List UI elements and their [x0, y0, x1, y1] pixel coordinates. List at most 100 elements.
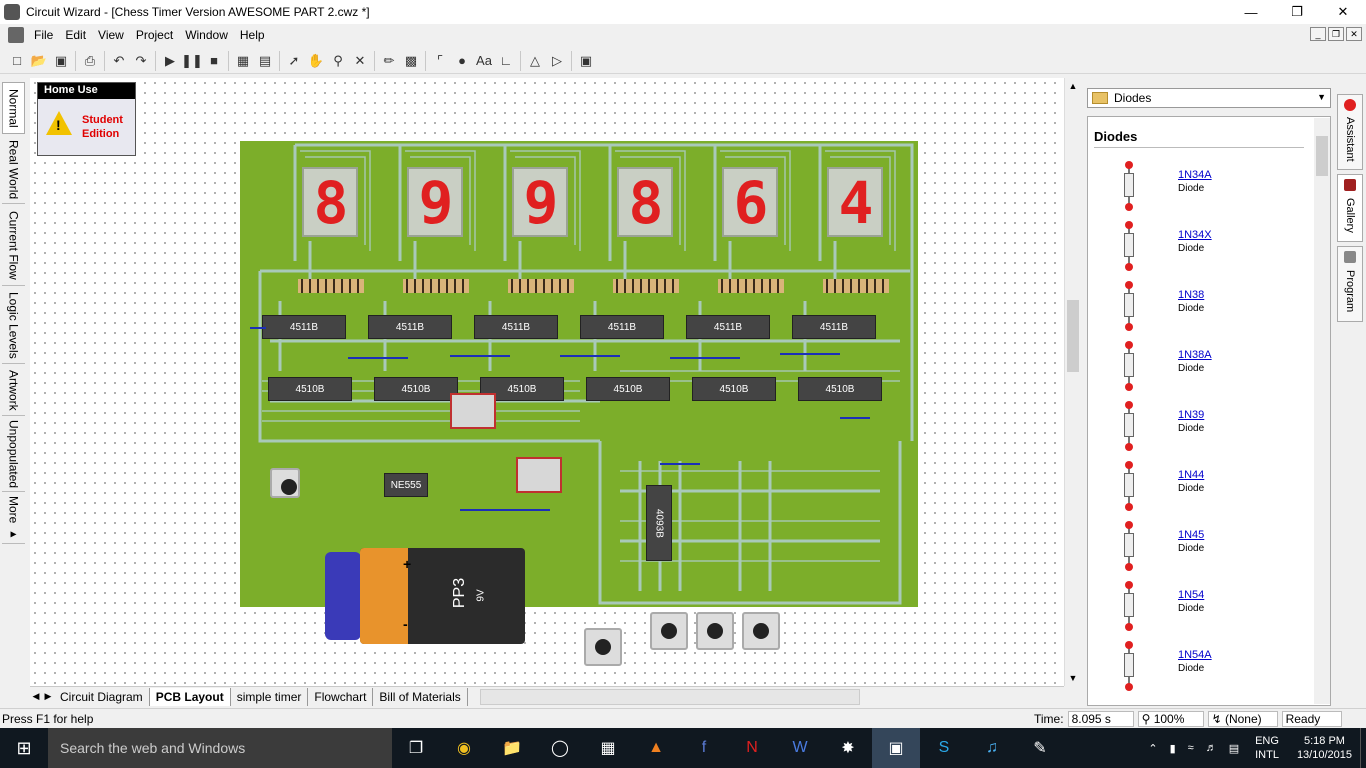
resistor-array[interactable] [613, 279, 679, 293]
counter-chip[interactable]: 4510B [586, 377, 670, 401]
resistor-array[interactable] [718, 279, 784, 293]
tab-bill-of-materials[interactable]: Bill of Materials [373, 687, 468, 706]
seven-segment-display[interactable]: 9 [512, 167, 568, 237]
tab-real-world[interactable]: Real World [2, 136, 25, 204]
counter-chip[interactable]: 4510B [268, 377, 352, 401]
list-item[interactable]: 1N39 Diode [1088, 401, 1308, 461]
push-button[interactable] [270, 468, 300, 498]
battery-icon[interactable]: ▮ [1169, 742, 1176, 755]
doc-restore-icon[interactable]: ❐ [1328, 27, 1344, 41]
toggle-switch[interactable] [516, 457, 562, 493]
list-item[interactable]: 1N45 Diode [1088, 521, 1308, 581]
flip-icon[interactable]: △ [530, 52, 540, 68]
text-icon[interactable]: Aa [476, 53, 492, 68]
probe-icon[interactable]: ✏ [383, 52, 395, 68]
tab-unpopulated[interactable]: Unpopulated [2, 418, 25, 492]
push-button[interactable] [696, 612, 734, 650]
zoom-icon[interactable]: ⚲ [333, 52, 343, 68]
doc-minimize-icon[interactable]: _ [1310, 27, 1326, 41]
tab-logic-levels[interactable]: Logic Levels [2, 288, 25, 364]
gallery-item-link[interactable]: 1N54A [1178, 649, 1212, 661]
app-icon[interactable] [4, 4, 20, 20]
facebook-icon[interactable]: f [701, 739, 707, 756]
push-button[interactable] [742, 612, 780, 650]
gallery-item-link[interactable]: 1N45 [1178, 529, 1205, 541]
gallery-item-link[interactable]: 1N38 [1178, 289, 1205, 301]
resistor-array[interactable] [403, 279, 469, 293]
tab-pcb-layout[interactable]: PCB Layout [149, 687, 231, 706]
new-file-icon[interactable]: □ [13, 53, 21, 68]
chevron-up-icon[interactable]: ⌃ [1148, 742, 1158, 755]
document-icon[interactable] [8, 27, 24, 43]
list-item[interactable]: 1N54 Diode [1088, 581, 1308, 641]
menu-window[interactable]: Window [185, 28, 228, 42]
scroll-thumb[interactable] [1067, 300, 1079, 372]
play-icon[interactable]: ▶ [165, 52, 175, 68]
resistor-array[interactable] [508, 279, 574, 293]
app-icon[interactable]: ✎ [1033, 740, 1047, 757]
language-indicator[interactable]: ENG INTL [1255, 735, 1279, 761]
decoder-chip[interactable]: 4511B [792, 315, 876, 339]
menu-help[interactable]: Help [239, 28, 265, 42]
rotate-icon[interactable]: ▷ [552, 52, 562, 68]
taskbar-search[interactable]: Search the web and Windows [48, 728, 392, 768]
scroll-down-icon[interactable]: ▼ [1068, 673, 1078, 683]
menu-view[interactable]: View [98, 28, 124, 42]
tab-artwork[interactable]: Artwork [2, 366, 25, 416]
gallery-category-select[interactable]: Diodes ▼ [1087, 88, 1331, 108]
graph-icon[interactable]: ▩ [404, 52, 418, 68]
tab-assistant[interactable]: Assistant [1337, 94, 1363, 170]
resistor-array[interactable] [298, 279, 364, 293]
gate-chip-4093b[interactable]: 4093B [646, 485, 672, 561]
push-button[interactable] [584, 628, 622, 666]
list-item[interactable]: 1N38A Diode [1088, 341, 1308, 401]
undo-icon[interactable]: ↶ [113, 52, 125, 68]
netflix-icon[interactable]: N [746, 739, 758, 756]
tab-current-flow[interactable]: Current Flow [2, 206, 25, 286]
counter-chip[interactable]: 4510B [798, 377, 882, 401]
store-icon[interactable]: ▦ [600, 740, 616, 757]
tab-scroll-left-icon[interactable]: ◀ [32, 691, 40, 701]
wifi-icon[interactable]: ≈ [1187, 742, 1194, 754]
decoder-chip[interactable]: 4511B [368, 315, 452, 339]
seven-segment-display[interactable]: 8 [617, 167, 673, 237]
menu-file[interactable]: File [34, 28, 54, 42]
delete-icon[interactable]: ✕ [354, 52, 366, 68]
circuit-wizard-icon[interactable]: ▣ [872, 728, 920, 768]
wire-icon[interactable]: ⌜ [436, 52, 444, 68]
junction-icon[interactable]: ● [458, 53, 466, 68]
decoder-chip[interactable]: 4511B [474, 315, 558, 339]
volume-icon[interactable]: ♬ [1205, 742, 1217, 754]
scroll-up-icon[interactable]: ▲ [1068, 81, 1078, 91]
zoom-control[interactable]: ⚲ 100% [1137, 710, 1204, 727]
word-icon[interactable]: W [792, 739, 808, 756]
itunes-icon[interactable]: ♫ [986, 739, 998, 756]
push-button[interactable] [650, 612, 688, 650]
menu-edit[interactable]: Edit [65, 28, 87, 42]
tab-more[interactable]: More ▸ [2, 494, 25, 544]
chrome-icon[interactable]: ◉ [457, 740, 471, 757]
tab-scroll-right-icon[interactable]: ▶ [44, 691, 52, 701]
redo-icon[interactable]: ↷ [135, 52, 147, 68]
decoder-chip[interactable]: 4511B [262, 315, 346, 339]
gallery-item-link[interactable]: 1N44 [1178, 469, 1205, 481]
canvas-vertical-scrollbar[interactable]: ▲ ▼ [1064, 78, 1080, 686]
pp3-battery[interactable]: + - PP3 9V [325, 548, 525, 644]
file-explorer-icon[interactable]: 📁 [502, 740, 522, 757]
tab-program[interactable]: Program [1337, 246, 1363, 322]
list-item[interactable]: 1N34A Diode [1088, 161, 1308, 221]
tab-gallery[interactable]: Gallery [1337, 174, 1363, 242]
task-view-icon[interactable]: ❐ [408, 740, 424, 757]
clock[interactable]: 5:18 PM 13/10/2015 [1296, 735, 1352, 761]
menu-project[interactable]: Project [135, 28, 174, 42]
seven-segment-display[interactable]: 6 [722, 167, 778, 237]
align-icon[interactable]: ∟ [499, 53, 513, 68]
tab-flowchart[interactable]: Flowchart [308, 687, 374, 706]
stop-icon[interactable]: ■ [210, 53, 218, 68]
layout-icon[interactable]: ▤ [258, 52, 272, 68]
xbox-icon[interactable]: ◯ [551, 740, 569, 757]
gallery-book-icon[interactable]: ▣ [579, 52, 593, 68]
select-arrow-icon[interactable]: ➚ [288, 52, 300, 68]
seven-segment-display[interactable]: 9 [407, 167, 463, 237]
canvas-horizontal-scrollbar[interactable] [479, 688, 860, 705]
